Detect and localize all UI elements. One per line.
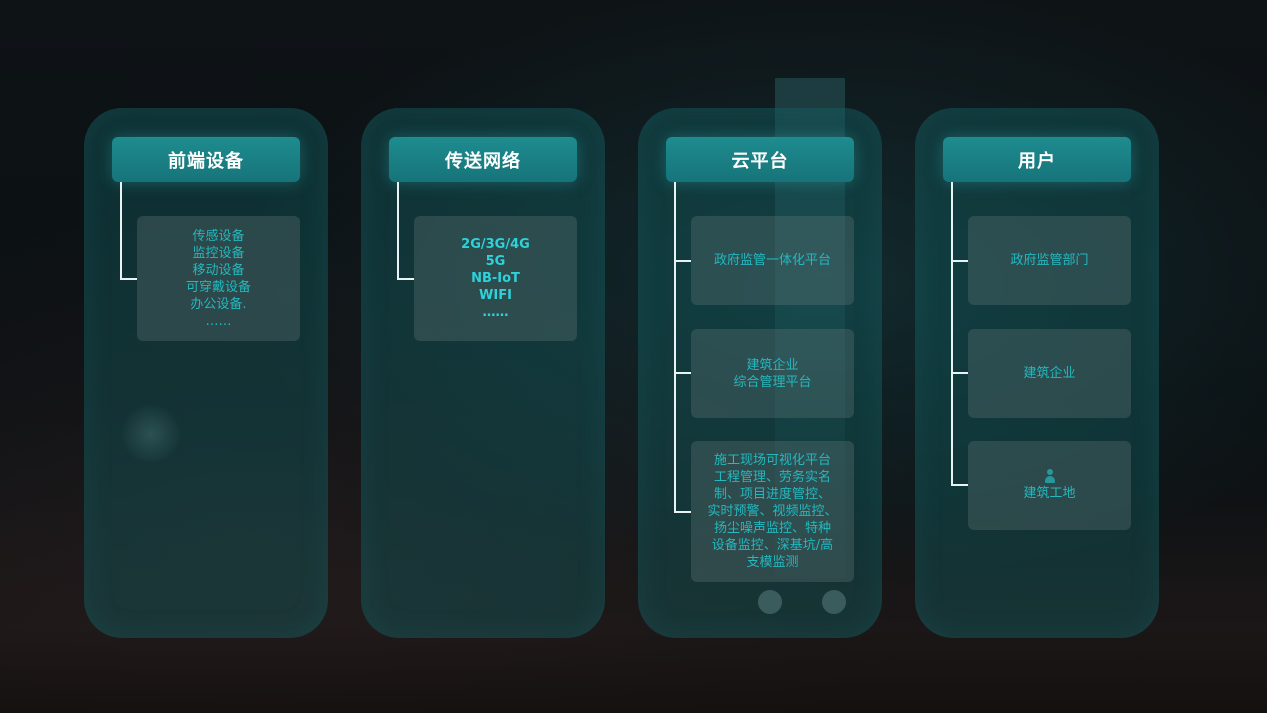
card-line: …… — [482, 305, 509, 320]
card-line: 综合管理平台 — [733, 374, 812, 390]
column-title: 前端设备 — [112, 137, 300, 182]
user-card: 建筑企业 — [968, 329, 1131, 418]
connector-line — [951, 182, 953, 486]
platform-card: 政府监管一体化平台 — [691, 216, 854, 305]
card-line: 移动设备 — [192, 262, 245, 278]
user-card: 政府监管部门 — [968, 216, 1131, 305]
connector-branch — [397, 278, 414, 280]
connector-line — [674, 182, 676, 513]
card-line: 建筑工地 — [1023, 486, 1076, 501]
card-line: 建筑企业 — [746, 357, 799, 373]
card-line: 制、项目进度管控、 — [713, 487, 831, 502]
card-line: 政府监管部门 — [1010, 253, 1089, 268]
card-line: 建筑企业 — [1023, 366, 1076, 381]
connector-line — [397, 182, 399, 279]
card-line: 工程管理、劳务实名 — [713, 470, 831, 485]
card-line: 2G/3G/4G — [461, 237, 530, 252]
column-users: 用户 政府监管部门 建筑企业 建筑工地 — [915, 108, 1159, 638]
connector-branch — [120, 278, 137, 280]
connector-branch — [951, 260, 968, 262]
card-line: 可穿戴设备 — [185, 279, 251, 295]
connector-branch — [674, 511, 691, 513]
card-line: 政府监管一体化平台 — [713, 253, 831, 268]
card-line: 办公设备. — [190, 296, 247, 312]
platform-card: 施工现场可视化平台 工程管理、劳务实名 制、项目进度管控、 实时预警、视频监控、… — [691, 441, 854, 582]
person-icon — [1044, 469, 1055, 483]
card-line: 扬尘噪声监控、特种 — [713, 521, 831, 536]
platform-card: 建筑企业 综合管理平台 — [691, 329, 854, 418]
card-line: WIFI — [479, 288, 512, 303]
card-line: 5G — [485, 254, 506, 269]
column-title: 云平台 — [666, 137, 854, 182]
card-line: NB-IoT — [471, 271, 520, 286]
card-line: …… — [205, 313, 232, 329]
user-card: 建筑工地 — [968, 441, 1131, 530]
card-line: 实时预警、视频监控、 — [707, 504, 838, 519]
column-title: 传送网络 — [389, 137, 577, 182]
card-line: 施工现场可视化平台 — [713, 453, 831, 468]
column-cloud-platform: 云平台 政府监管一体化平台 建筑企业 综合管理平台 施工现场可视化平台 工程管理… — [638, 108, 882, 638]
connector-branch — [951, 484, 968, 486]
connector-branch — [674, 260, 691, 262]
card-line: 监控设备 — [192, 245, 245, 261]
connector-branch — [674, 372, 691, 374]
network-list-card: 2G/3G/4G 5G NB-IoT WIFI …… — [414, 216, 577, 341]
column-transmission-network: 传送网络 2G/3G/4G 5G NB-IoT WIFI …… — [361, 108, 605, 638]
card-line: 设备监控、深基坑/高 — [711, 538, 834, 553]
column-front-end-devices: 前端设备 传感设备 监控设备 移动设备 可穿戴设备 办公设备. …… — [84, 108, 328, 638]
connector-branch — [951, 372, 968, 374]
card-line: 传感设备 — [192, 228, 245, 244]
column-title: 用户 — [943, 137, 1131, 182]
device-list-card: 传感设备 监控设备 移动设备 可穿戴设备 办公设备. …… — [137, 216, 300, 341]
card-line: 支模监测 — [746, 555, 799, 570]
connector-line — [120, 182, 122, 279]
